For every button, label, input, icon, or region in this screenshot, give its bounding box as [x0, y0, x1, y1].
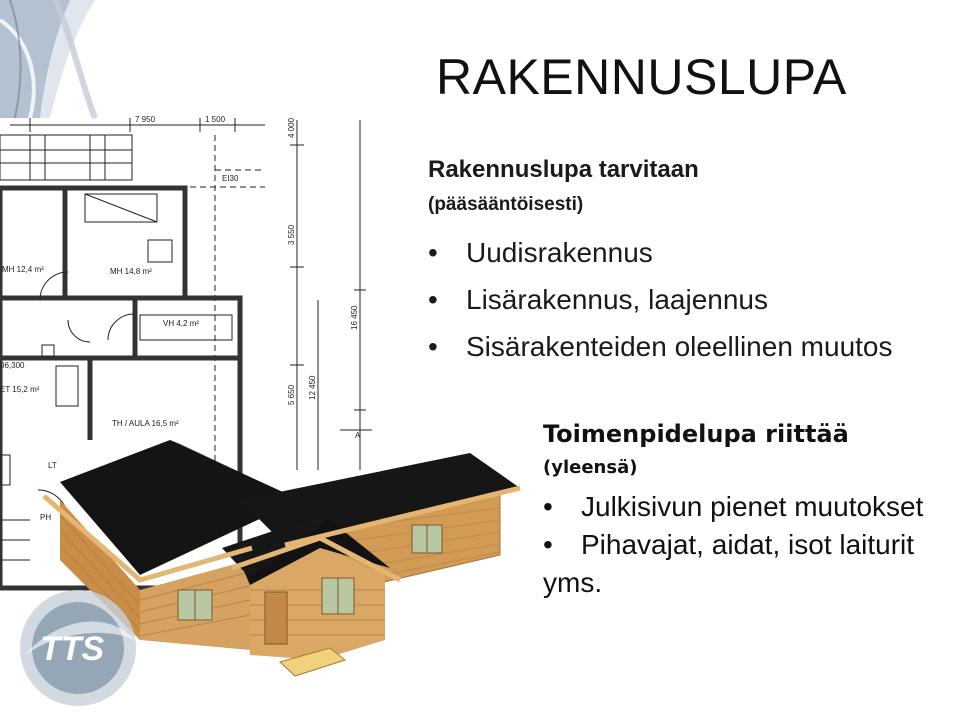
room-label: 06,300 [0, 361, 25, 370]
bullet: • [543, 529, 553, 560]
section1-heading: Rakennuslupa tarvitaan [428, 156, 699, 183]
room-label: LT [48, 461, 57, 470]
section2-list: •Julkisivun pienet muutokset •Pihavajat,… [543, 488, 943, 602]
list-item: • Julkisivun pienet muutokset [543, 488, 943, 526]
section2-heading: Toimenpidelupa riittää [543, 420, 849, 448]
section2-subheading: (yleensä) [543, 457, 638, 478]
room-label: A [355, 431, 361, 440]
room-label: EI30 [222, 174, 239, 183]
decorative-swoosh [0, 0, 98, 120]
room-label: PH [40, 513, 51, 522]
room-label: MH 14,8 m² [110, 267, 152, 276]
room-label: ET 15,2 m² [0, 385, 40, 394]
room-label: TH / AULA 16,5 m² [112, 419, 179, 428]
list-item-text: Sisärakenteiden oleellinen muutos [466, 331, 893, 362]
bullet: • [428, 237, 438, 268]
dim-label: 16 450 [350, 305, 359, 330]
room-label: MH 12,4 m² [2, 265, 44, 274]
list-item-text: Julkisivun pienet muutokset [581, 491, 924, 522]
slide-title: RAKENNUSLUPA [436, 49, 847, 105]
section1-list: •Uudisrakennus •Lisärakennus, laajennus … [428, 234, 893, 375]
bullet: • [543, 491, 553, 522]
list-item: •Pihavajat, aidat, isot laiturit yms. [543, 526, 943, 602]
list-item-text: Lisärakennus, laajennus [466, 284, 768, 315]
list-item-text: Uudisrakennus [466, 237, 653, 268]
tts-logo: TTS [20, 590, 136, 706]
dim-label: 3 550 [287, 224, 296, 245]
room-label: VH 4,2 m² [163, 319, 199, 328]
house-illustration [42, 440, 521, 677]
bullet: • [428, 284, 438, 315]
list-item: • Sisärakenteiden oleellinen muutos [428, 328, 893, 375]
dim-label: 4 000 [287, 117, 296, 138]
tts-logo-text: TTS [40, 630, 105, 668]
dim-label: 1 500 [205, 115, 226, 124]
list-item-text: Pihavajat, aidat, isot laiturit yms. [543, 529, 915, 598]
list-item: • Uudisrakennus [428, 234, 893, 281]
bullet: • [428, 331, 438, 362]
dim-label: 5 650 [287, 384, 296, 405]
dim-label: 7 950 [135, 115, 156, 124]
floor-plan-labels: 7 950 1 500 4 000 3 550 16 450 5 650 12 … [0, 115, 361, 522]
list-item: • Lisärakennus, laajennus [428, 281, 893, 328]
dim-label: 12 450 [308, 375, 317, 400]
section1-subheading: (pääsääntöisesti) [428, 194, 584, 215]
